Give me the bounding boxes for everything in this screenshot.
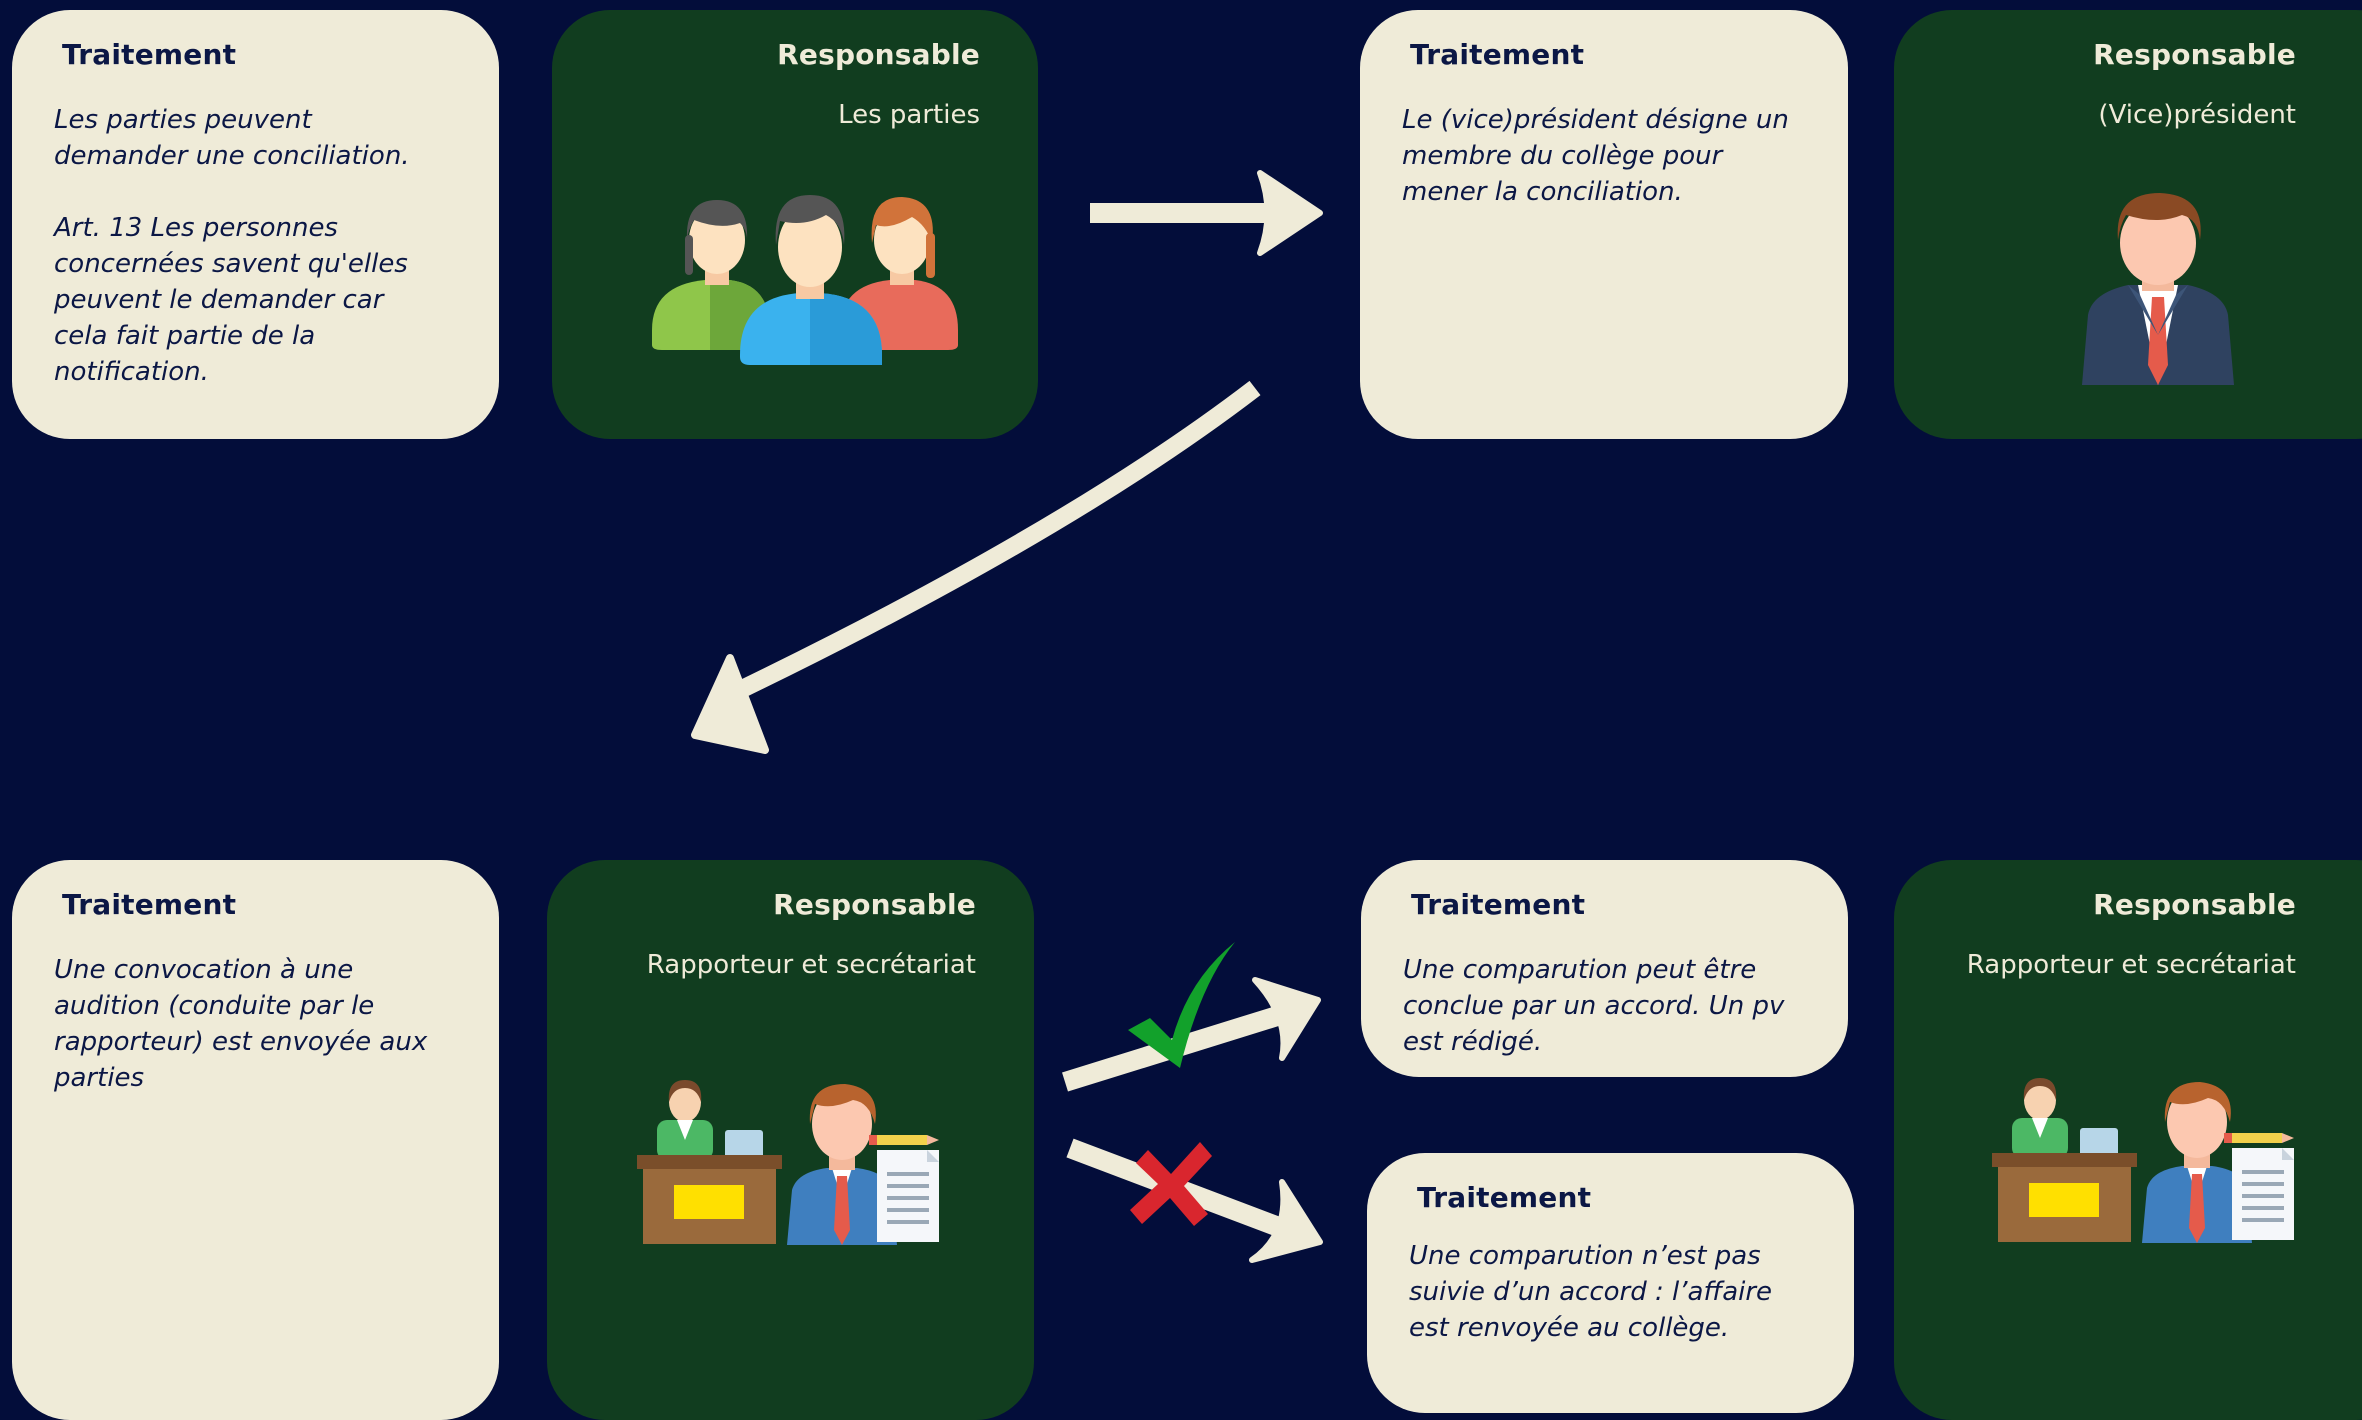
step-2-treatment-card: Traitement Le (vice)président désigne un…	[1360, 10, 1848, 439]
curved-arrow-icon	[691, 380, 1261, 754]
cross-icon	[1130, 1142, 1212, 1226]
step-3-responsible-card: Responsable Rapporteur et secrétariat	[547, 860, 1034, 1420]
step-2-responsible-card: Responsable (Vice)président	[1894, 10, 2362, 439]
treatment-title: Traitement	[1410, 38, 1585, 71]
people-group-icon	[650, 185, 960, 365]
businessman-icon	[2078, 185, 2238, 395]
step-5-treatment-card: Traitement Une comparution n’est pas sui…	[1367, 1153, 1854, 1413]
treatment-title: Traitement	[1417, 1181, 1592, 1214]
responsible-name: Rapporteur et secrétariat	[1966, 950, 2296, 980]
treatment-title: Traitement	[62, 888, 237, 921]
responsible-title: Responsable	[2093, 888, 2296, 921]
treatment-text: Une comparution peut être conclue par un…	[1403, 955, 1785, 1057]
treatment-text: Les parties peuvent demander une concili…	[54, 105, 410, 387]
treatment-text: Une comparution n’est pas suivie d’un ac…	[1409, 1241, 1773, 1343]
responsible-title: Responsable	[777, 38, 980, 71]
responsible-title: Responsable	[2093, 38, 2296, 71]
responsible-name: Rapporteur et secrétariat	[646, 950, 976, 980]
checkmark-icon	[1128, 942, 1235, 1068]
treatment-text: Le (vice)président désigne un membre du …	[1402, 105, 1789, 207]
treatment-title: Traitement	[1411, 888, 1586, 921]
responsible-name: Les parties	[838, 100, 980, 130]
step-1-treatment-card: Traitement Les parties peuvent demander …	[12, 10, 499, 439]
arrow-right-icon	[1090, 170, 1323, 256]
responsible-title: Responsable	[773, 888, 976, 921]
step-4-treatment-card: Traitement Une comparution peut être con…	[1361, 860, 1848, 1077]
step-3-treatment-card: Traitement Une convocation à une auditio…	[12, 860, 499, 1420]
office-staff-icon	[637, 1080, 947, 1245]
step-1-responsible-card: Responsable Les parties	[552, 10, 1038, 439]
office-staff-icon	[1992, 1078, 2302, 1243]
treatment-title: Traitement	[62, 38, 237, 71]
responsible-name: (Vice)président	[2098, 100, 2296, 130]
step-4-responsible-card: Responsable Rapporteur et secrétariat	[1894, 860, 2362, 1420]
treatment-text: Une convocation à une audition (conduite…	[54, 955, 428, 1093]
